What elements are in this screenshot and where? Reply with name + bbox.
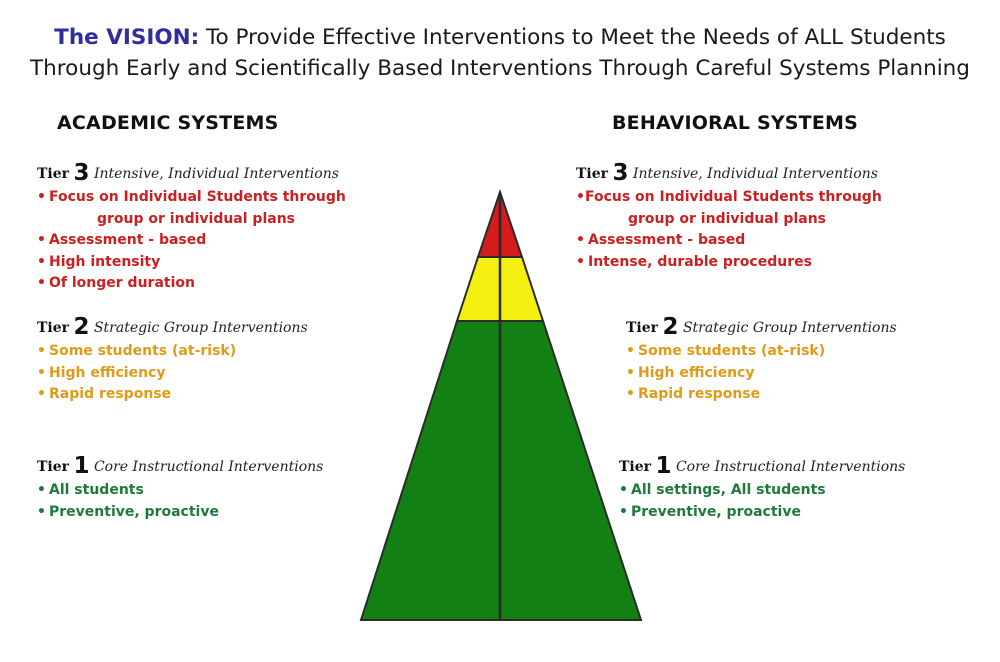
list-item: •Focus on Individual Students through xyxy=(37,189,346,205)
list-item: •Intense, durable procedures xyxy=(576,253,812,270)
tier-word: Tier xyxy=(37,320,70,336)
list-item: •Assessment - based xyxy=(37,232,207,248)
list-item: •Some students (at-risk) xyxy=(626,343,826,359)
list-item: •High efficiency xyxy=(626,364,755,381)
list-item: •Assessment - based xyxy=(576,232,746,248)
behavioral-tier3-list: •Focus on Individual Students through gr… xyxy=(576,187,956,273)
behavioral-tier3: Tier 3 Intensive, Individual Interventio… xyxy=(576,160,956,273)
behavioral-tier3-heading: Tier 3 Intensive, Individual Interventio… xyxy=(576,160,956,185)
tier-description: Strategic Group Interventions xyxy=(682,320,897,336)
list-item: •Rapid response xyxy=(37,386,172,402)
list-item: group or individual plans xyxy=(97,210,295,227)
list-item: group or individual plans xyxy=(628,210,826,227)
tier-description: Intensive, Individual Interventions xyxy=(93,166,339,182)
behavioral-tier2: Tier 2 Strategic Group Interventions •So… xyxy=(626,314,1000,406)
academic-tier2-heading: Tier 2 Strategic Group Interventions xyxy=(37,314,417,339)
list-item: •High intensity xyxy=(37,253,161,270)
list-item: •Preventive, proactive xyxy=(37,503,219,520)
list-item: •Of longer duration xyxy=(37,275,195,291)
academic-tier1-heading: Tier 1 Core Instructional Interventions xyxy=(37,453,417,478)
tier-number: 1 xyxy=(655,453,672,479)
vision-statement: The VISION: To Provide Effective Interve… xyxy=(0,22,1000,84)
list-item: •High efficiency xyxy=(37,364,166,381)
behavioral-tier1-heading: Tier 1 Core Instructional Interventions xyxy=(619,453,999,478)
tier-number: 3 xyxy=(73,160,90,186)
academic-tier2-list: •Some students (at-risk) •High efficienc… xyxy=(37,341,417,406)
list-item: •Focus on Individual Students through xyxy=(576,189,882,205)
academic-tier1-list: •All students •Preventive, proactive xyxy=(37,480,417,523)
behavioral-tier1-list: •All settings, All students •Preventive,… xyxy=(619,480,999,523)
vision-line-1: The VISION: To Provide Effective Interve… xyxy=(0,22,1000,53)
tier-number: 2 xyxy=(73,314,90,340)
list-item: •All settings, All students xyxy=(619,482,826,498)
tier-number: 3 xyxy=(612,160,629,186)
vision-line-2: Through Early and Scientifically Based I… xyxy=(30,56,970,81)
academic-tier3-heading: Tier 3 Intensive, Individual Interventio… xyxy=(37,160,417,185)
tier-description: Intensive, Individual Interventions xyxy=(632,166,878,182)
tier-description: Core Instructional Interventions xyxy=(675,459,906,475)
tier-word: Tier xyxy=(619,459,652,475)
tier-word: Tier xyxy=(37,459,70,475)
vision-label: The VISION: xyxy=(54,25,200,50)
list-item: •Preventive, proactive xyxy=(619,503,801,520)
tier-word: Tier xyxy=(37,166,70,182)
behavioral-tier1: Tier 1 Core Instructional Interventions … xyxy=(619,453,999,523)
list-item: •Rapid response xyxy=(626,386,761,402)
behavioral-systems-heading: BEHAVIORAL SYSTEMS xyxy=(612,112,859,134)
academic-tier2: Tier 2 Strategic Group Interventions •So… xyxy=(37,314,417,406)
tier-number: 2 xyxy=(662,314,679,340)
tier-number: 1 xyxy=(73,453,90,479)
academic-systems-heading: ACADEMIC SYSTEMS xyxy=(57,112,279,134)
tier-word: Tier xyxy=(626,320,659,336)
tier-description: Strategic Group Interventions xyxy=(93,320,308,336)
academic-tier3: Tier 3 Intensive, Individual Interventio… xyxy=(37,160,417,295)
academic-tier1: Tier 1 Core Instructional Interventions … xyxy=(37,453,417,523)
list-item: •Some students (at-risk) xyxy=(37,343,237,359)
list-item: •All students xyxy=(37,482,144,498)
behavioral-tier2-heading: Tier 2 Strategic Group Interventions xyxy=(626,314,1000,339)
academic-tier3-list: •Focus on Individual Students through gr… xyxy=(37,187,417,295)
behavioral-tier2-list: •Some students (at-risk) •High efficienc… xyxy=(626,341,1000,406)
tier-description: Core Instructional Interventions xyxy=(93,459,324,475)
vision-text: To Provide Effective Interventions to Me… xyxy=(206,25,946,50)
tier-word: Tier xyxy=(576,166,609,182)
